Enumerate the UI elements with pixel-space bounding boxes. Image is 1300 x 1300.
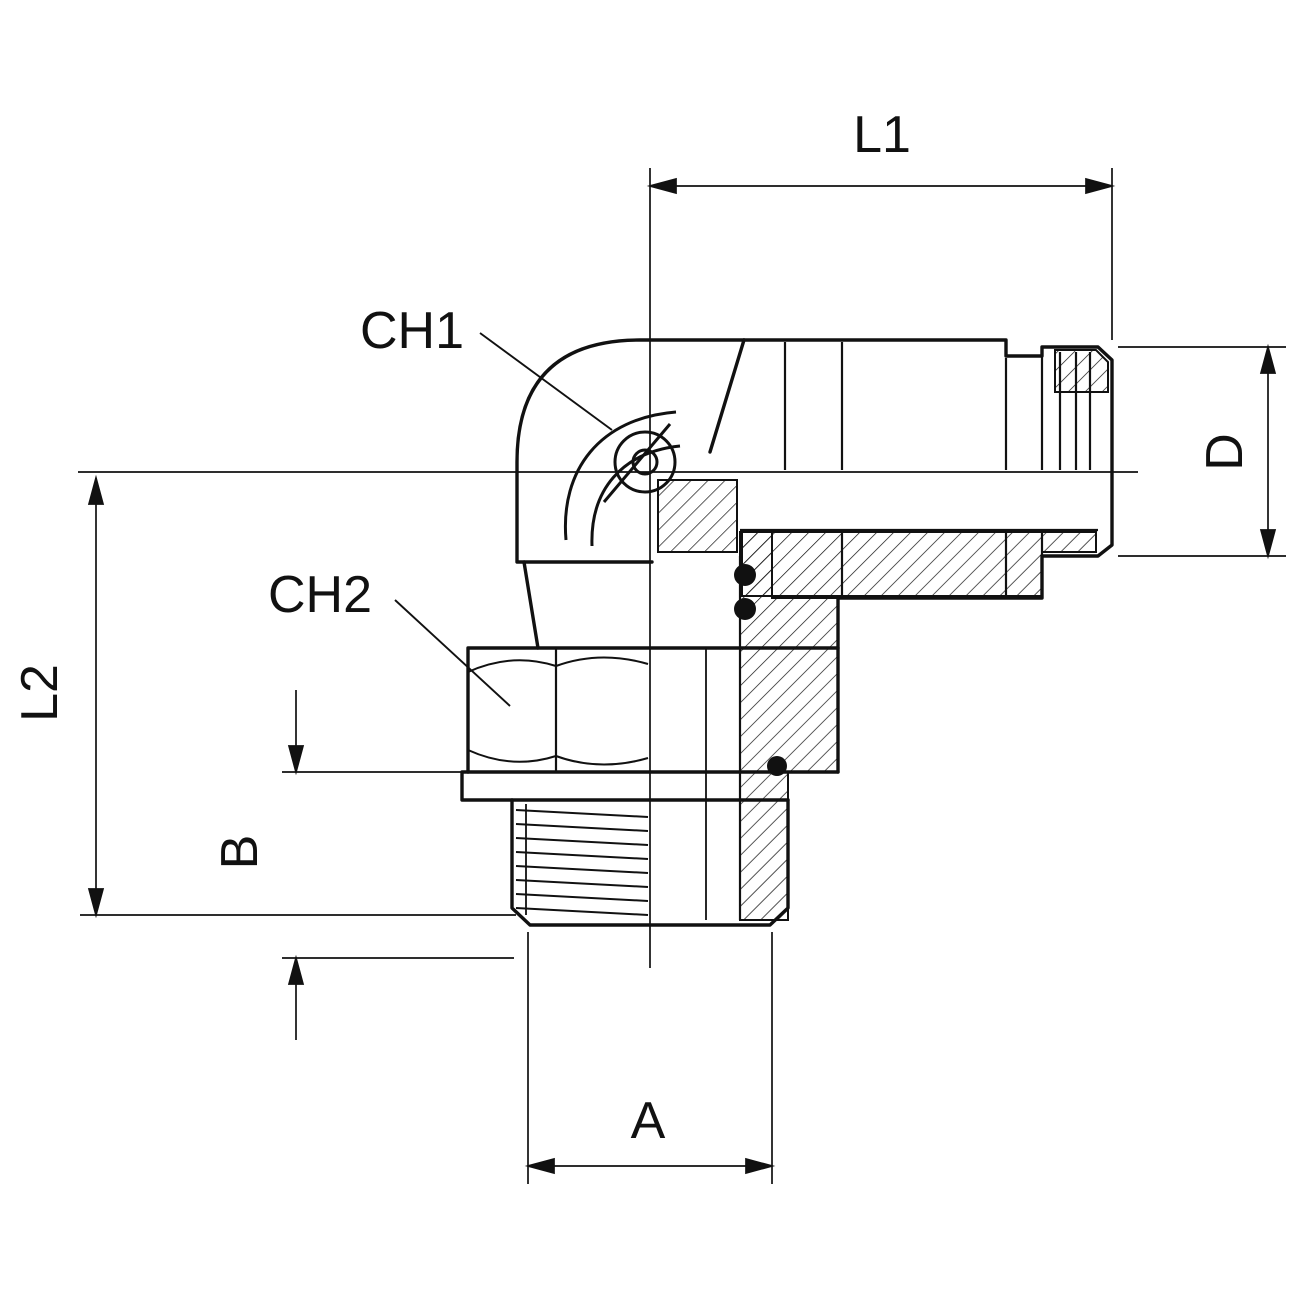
cap-branch-diagonal [708,338,746,454]
dim-label-L2: L2 [11,664,69,722]
hex-chamfer-top-right [555,656,649,667]
callout-label-CH2: CH2 [268,566,372,624]
dim-label-A: A [631,1092,666,1150]
arrowhead-down [1259,529,1277,560]
thread-lines [515,804,649,916]
centerlines [78,168,1138,968]
callout-label-CH1: CH1 [360,302,464,360]
elbow-cap-outline [515,338,746,564]
hex-chamfer-bottom-left [467,749,557,763]
hatch-region-collet-face [1054,349,1109,393]
arrowhead-up [1259,343,1277,374]
arrowhead-up [87,474,105,505]
dim-label-L1: L1 [853,106,911,164]
hatch-region-corner-insert [657,479,738,553]
body-taper-outline [522,560,540,650]
hex-chamfer-top-left [467,659,557,673]
o-ring-dot [734,598,756,620]
hex-nut-outline [466,646,840,774]
section-hatch-regions [657,349,1109,921]
branch-outline [742,338,1114,774]
leader-line-CH1 [479,332,613,431]
arrowhead-right [745,1157,776,1175]
o-ring-dot [734,564,756,586]
dimension-L2 [80,474,516,919]
o-ring-dot [767,756,787,776]
hex-chamfer-bottom-right [555,755,649,766]
leader-line-CH2 [394,599,511,707]
dimension-D [1118,343,1286,560]
dimension-B [282,690,514,1040]
stud-outline [510,798,790,927]
dimension-A [524,932,776,1184]
brand-logo [563,410,681,547]
o-ring-seals [734,564,787,776]
arrowhead-up [287,954,305,985]
dimension-L1 [646,168,1116,340]
callout-CH1 [479,332,613,431]
dim-label-B: B [211,835,269,870]
arrowhead-down [287,745,305,776]
arrowhead-right [1085,177,1116,195]
dim-label-D: D [1196,433,1254,471]
arrowhead-left [646,177,677,195]
arrowhead-left [524,1157,555,1175]
arrowhead-down [87,888,105,919]
callout-CH2 [394,599,511,707]
